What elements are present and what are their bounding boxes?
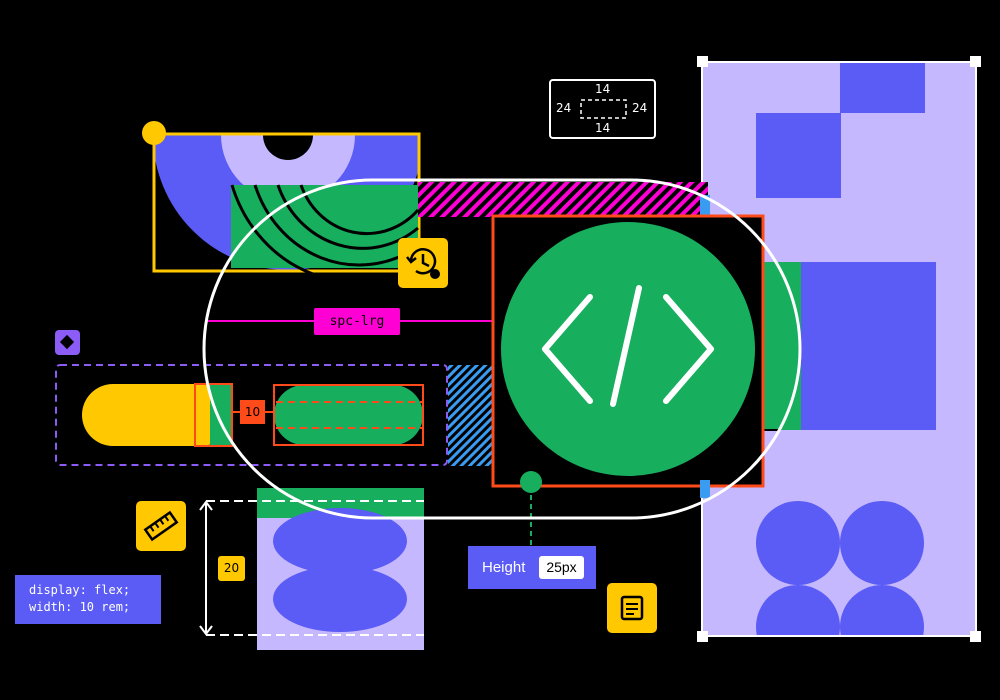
height-inspector: Height 25px — [468, 546, 596, 589]
padding-right-value: 24 — [632, 101, 648, 115]
green-arc — [230, 184, 420, 284]
padding-top-value: 14 — [595, 82, 611, 96]
padding-left-value: 24 — [556, 101, 572, 115]
css-line-2: width: 10 rem; — [29, 600, 131, 614]
hatch-band-magenta — [418, 182, 708, 217]
document-notes-icon — [607, 583, 657, 633]
layout-panel — [697, 56, 981, 642]
padding-bottom-value: 14 — [595, 121, 611, 135]
height-measure — [199, 500, 424, 636]
ruler-icon — [136, 501, 186, 551]
spacing-token-label: spc-lrg — [314, 308, 400, 335]
height-value: 25px — [539, 556, 584, 579]
padding-diagram — [536, 69, 668, 149]
height-label: Height — [482, 559, 526, 576]
code-frame — [491, 214, 801, 546]
code-brackets-icon — [542, 285, 714, 407]
ellipse-stack — [257, 488, 424, 650]
css-line-1: display: flex; — [29, 583, 131, 597]
hatch-block-blue — [448, 365, 493, 466]
css-snippet: display: flex; width: 10 rem; — [15, 575, 161, 624]
gap-value-label: 10 — [240, 400, 265, 424]
height-measure-label: 20 — [218, 556, 245, 581]
green-pill — [274, 385, 423, 445]
history-clock-icon — [398, 238, 448, 288]
lens-outline — [202, 178, 802, 520]
diamond-component-icon — [55, 330, 80, 355]
